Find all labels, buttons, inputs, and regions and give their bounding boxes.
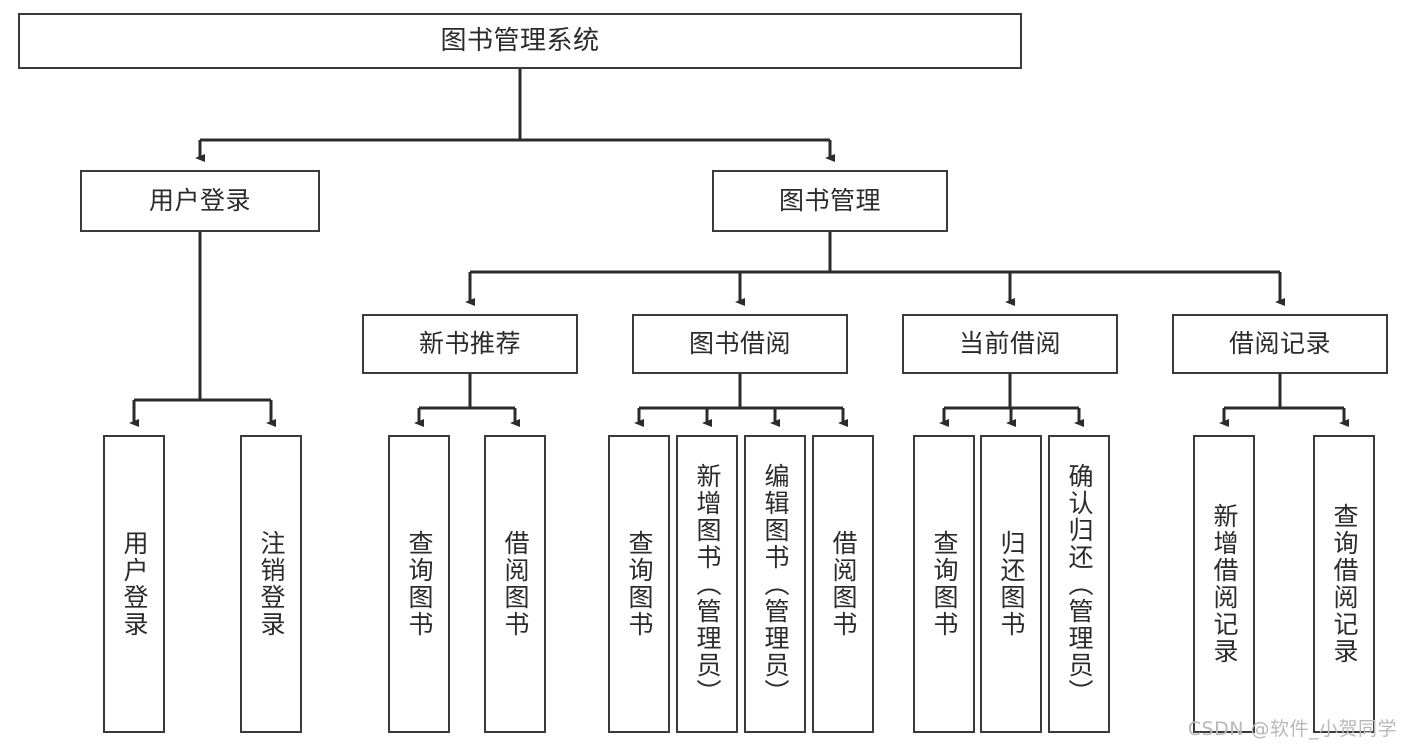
node-leaf-borrow-book-2[interactable]: 借阅图书: [812, 435, 874, 733]
node-label: 图书管理系统: [440, 25, 600, 56]
node-label: 注销登录: [257, 530, 286, 638]
node-label: 借阅图书: [829, 530, 858, 638]
node-label: 图书管理: [778, 186, 881, 216]
node-leaf-query-book-2[interactable]: 查询图书: [608, 435, 670, 733]
node-label: 用户登录: [120, 530, 149, 638]
node-label: 查询图书: [405, 530, 434, 638]
node-label: 新书推荐: [418, 329, 521, 359]
node-label: 图书借阅: [688, 329, 791, 359]
node-leaf-edit-book[interactable]: 编辑图书（管理员）: [744, 435, 806, 733]
node-leaf-query-book-3[interactable]: 查询图书: [913, 435, 975, 733]
node-label: 借阅记录: [1228, 329, 1331, 359]
node-leaf-return-book[interactable]: 归还图书: [980, 435, 1042, 733]
node-book-manage[interactable]: 图书管理: [712, 170, 948, 232]
node-leaf-user-login[interactable]: 用户登录: [103, 435, 165, 733]
node-new-book-recommend[interactable]: 新书推荐: [362, 314, 578, 374]
node-user-login[interactable]: 用户登录: [80, 170, 320, 232]
node-borrow-record[interactable]: 借阅记录: [1172, 314, 1388, 374]
node-leaf-query-book-1[interactable]: 查询图书: [388, 435, 450, 733]
node-current-borrow[interactable]: 当前借阅: [902, 314, 1118, 374]
node-leaf-borrow-book-1[interactable]: 借阅图书: [484, 435, 546, 733]
node-label: 新增图书（管理员）: [693, 462, 722, 706]
node-label: 查询图书: [930, 530, 959, 638]
node-label: 用户登录: [148, 186, 251, 216]
node-label: 当前借阅: [958, 329, 1061, 359]
watermark-text: CSDN @软件_小贺同学: [1187, 718, 1397, 740]
node-leaf-user-logout[interactable]: 注销登录: [240, 435, 302, 733]
node-book-borrow[interactable]: 图书借阅: [632, 314, 848, 374]
node-root-system[interactable]: 图书管理系统: [18, 13, 1022, 69]
node-leaf-add-book[interactable]: 新增图书（管理员）: [676, 435, 738, 733]
node-label: 查询借阅记录: [1330, 503, 1359, 665]
node-label: 借阅图书: [501, 530, 530, 638]
node-leaf-confirm-return[interactable]: 确认归还（管理员）: [1048, 435, 1110, 733]
node-label: 新增借阅记录: [1210, 503, 1239, 665]
node-leaf-query-record[interactable]: 查询借阅记录: [1313, 435, 1375, 733]
node-label: 归还图书: [997, 530, 1026, 638]
node-label: 编辑图书（管理员）: [761, 462, 790, 706]
node-label: 确认归还（管理员）: [1065, 462, 1094, 706]
node-label: 查询图书: [625, 530, 654, 638]
node-leaf-add-record[interactable]: 新增借阅记录: [1193, 435, 1255, 733]
